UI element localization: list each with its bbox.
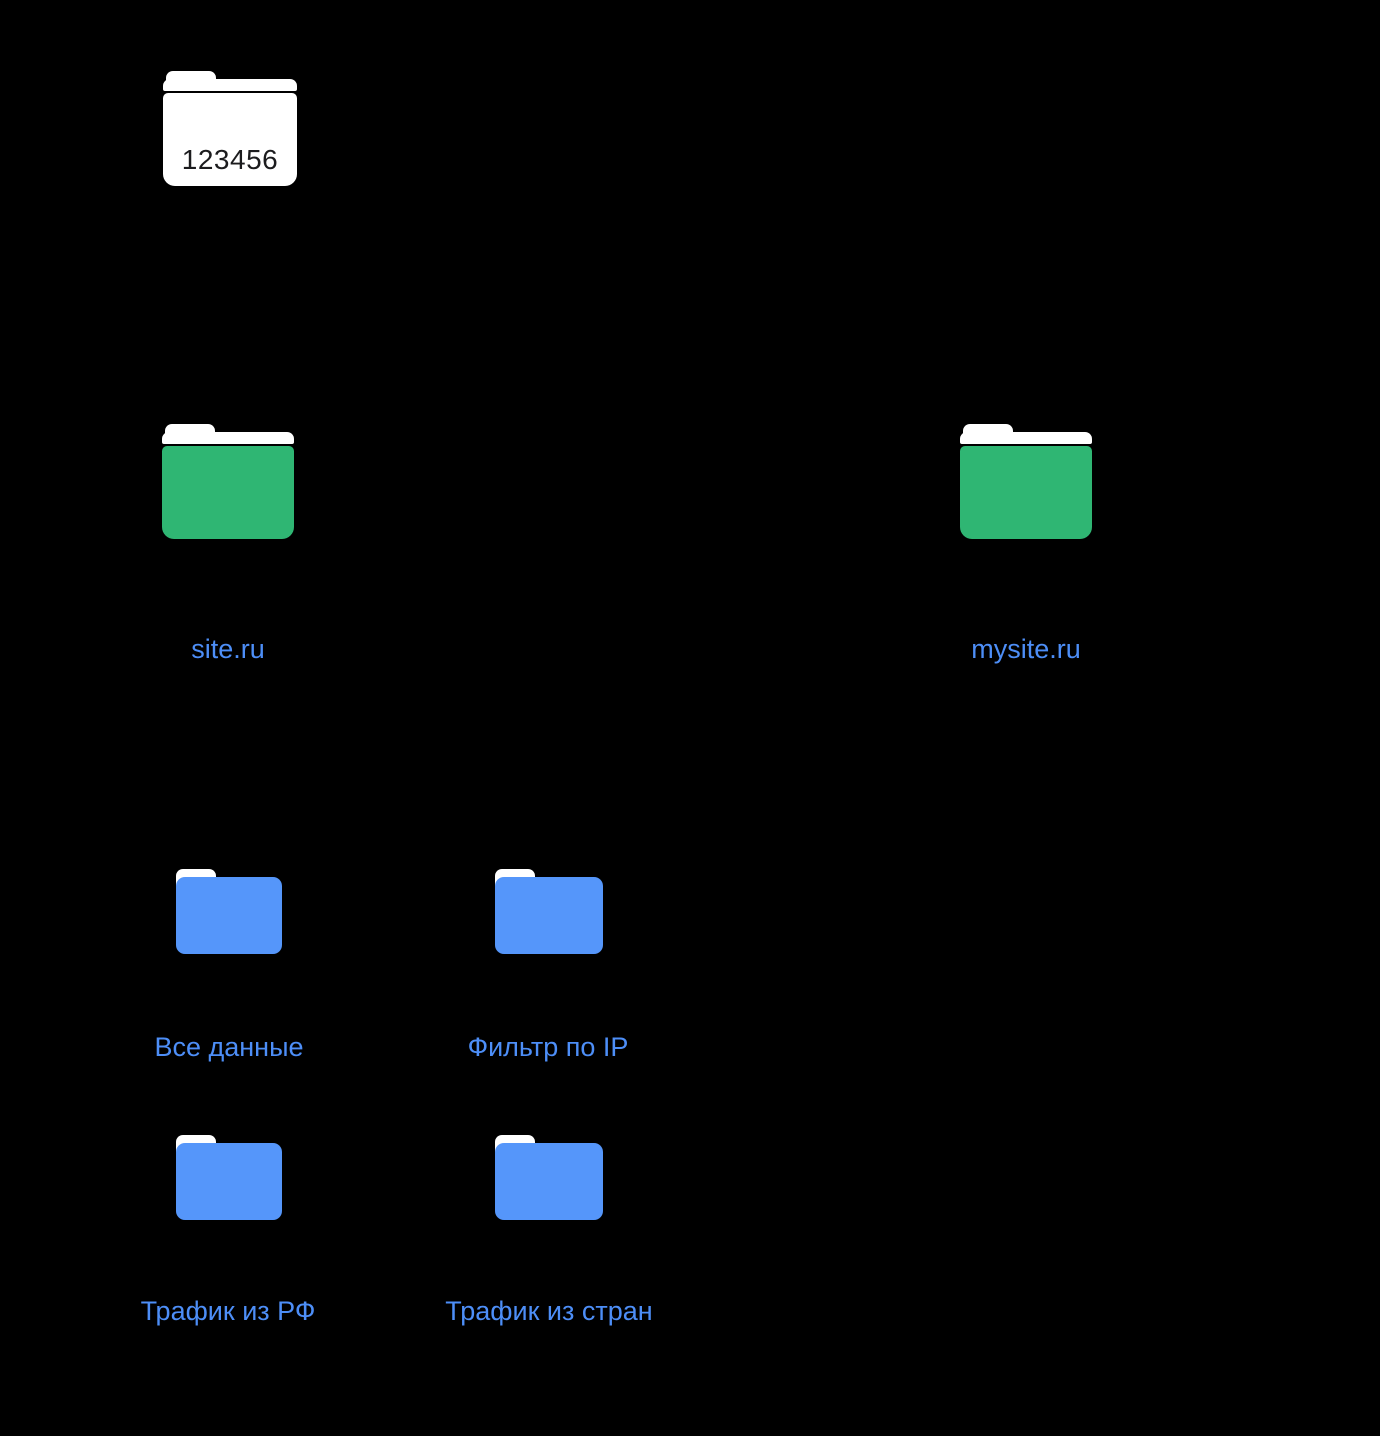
folder-strip (162, 432, 294, 444)
folder-strip (960, 432, 1092, 444)
folder-body (176, 877, 282, 954)
view-folder-all-data-icon (176, 869, 282, 954)
mysite-folder-label: mysite.ru (971, 634, 1081, 664)
folder-body: 123456 (163, 93, 297, 186)
site-folder-label: site.ru (191, 634, 265, 664)
folder-body (162, 446, 294, 539)
view-folder-ip-filter-label: Фильтр по IP (467, 1032, 629, 1062)
counter-folder-icon: 123456 (163, 71, 297, 186)
view-folder-countries-traffic-icon (495, 1135, 603, 1220)
view-folder-all-data-label: Все данные (154, 1032, 304, 1062)
folder-body (495, 877, 603, 954)
view-folder-countries-traffic-label: Трафик из стран (445, 1296, 653, 1326)
view-folder-rf-traffic-label: Трафик из РФ (140, 1296, 316, 1326)
folder-strip (163, 79, 297, 91)
counter-number: 123456 (181, 144, 279, 175)
folder-body (960, 446, 1092, 539)
view-folder-ip-filter-icon (495, 869, 603, 954)
mysite-folder-icon (960, 424, 1092, 539)
site-folder-icon (162, 424, 294, 539)
view-folder-rf-traffic-icon (176, 1135, 282, 1220)
folder-body (495, 1143, 603, 1220)
folder-body (176, 1143, 282, 1220)
